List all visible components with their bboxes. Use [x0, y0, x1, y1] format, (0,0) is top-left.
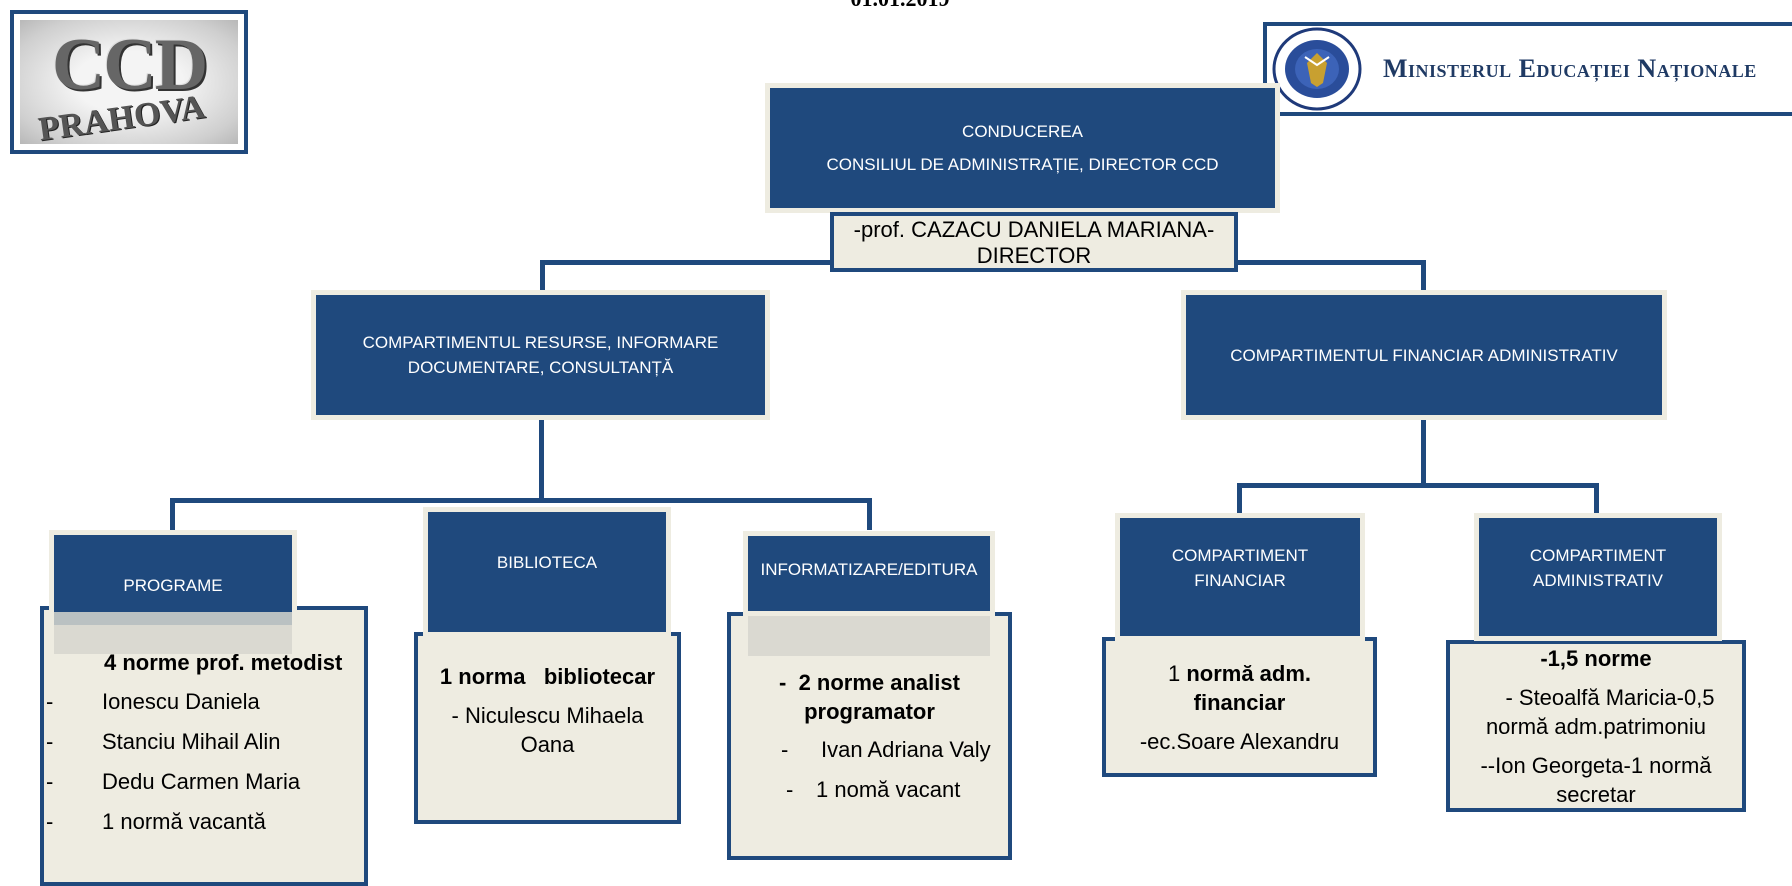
director-name: -prof. CAZACU DANIELA MARIANA-	[853, 217, 1215, 242]
biblioteca-heading: 1 norma bibliotecar	[439, 664, 656, 689]
conducerea-title: CONDUCEREA	[962, 122, 1083, 141]
biblioteca-person-line1: - Niculescu Mihaela	[451, 703, 644, 728]
informatizare-heading-line2: programator	[804, 699, 935, 724]
financiar-person: -ec.Soare Alexandru	[1139, 729, 1340, 754]
department-financiar-administrativ-label: COMPARTIMENTUL FINANCIAR ADMINISTRATIV	[1230, 345, 1618, 365]
connector-line	[170, 498, 175, 530]
biblioteca-person-line2: Oana	[520, 732, 575, 757]
department-resurse: COMPARTIMENTUL RESURSE, INFORMARE DOCUME…	[316, 295, 765, 415]
connector-line	[539, 420, 544, 500]
department-resurse-line1: COMPARTIMENTUL RESURSE, INFORMARE	[362, 333, 719, 352]
biblioteca-label: BIBLIOTECA	[496, 553, 598, 572]
financiar-label-box: COMPARTIMENT FINANCIAR	[1120, 518, 1360, 636]
informatizare-heading-line1: - 2 norme analist	[779, 670, 960, 695]
administrativ-label-line2: ADMINISTRATIV	[1532, 571, 1664, 590]
list-item: -Ionescu Daniela	[46, 689, 260, 714]
connector-line	[1421, 420, 1426, 485]
biblioteca-label-box: BIBLIOTECA	[428, 512, 666, 632]
administrativ-details-box: -1,5 norme - Steoalfă Maricia-0,5 normă …	[1446, 640, 1746, 812]
informatizare-label: INFORMATIZARE/EDITURA	[760, 560, 978, 579]
financiar-label-line1: COMPARTIMENT	[1171, 546, 1309, 565]
administrativ-label-line1: COMPARTIMENT	[1529, 546, 1667, 565]
programe-heading: 4 norme prof. metodist	[104, 650, 343, 675]
administrativ-heading: -1,5 norme	[1540, 646, 1652, 671]
logo-ccd-text: CCD	[51, 24, 208, 106]
date-title: 01.01.2019	[790, 0, 1010, 12]
programe-label-box: PROGRAME	[54, 535, 292, 625]
connector-line	[867, 498, 872, 530]
connector-line	[1237, 483, 1599, 488]
list-item: -Ivan Adriana Valy	[781, 737, 991, 762]
programe-label: PROGRAME	[123, 575, 223, 595]
connector-line	[1237, 483, 1242, 513]
connector-line	[1421, 260, 1426, 292]
government-seal-icon	[1272, 27, 1362, 111]
list-item: -1 normă vacantă	[46, 809, 266, 834]
list-item: -Stanciu Mihail Alin	[46, 729, 281, 754]
biblioteca-details-box: 1 norma bibliotecar - Niculescu Mihaela …	[414, 632, 681, 824]
ccd-prahova-logo: CCD PRAHOVA	[10, 10, 248, 154]
ministry-name: Ministerul Educației Naționale	[1383, 54, 1757, 83]
administrativ-person1-line2: normă adm.patrimoniu	[1485, 714, 1707, 739]
programe-shadow	[54, 612, 292, 654]
ministry-banner: Ministerul Educației Naționale	[1263, 22, 1792, 116]
list-item: -1 nomă vacant	[786, 777, 961, 802]
director-role: DIRECTOR	[976, 243, 1092, 268]
department-financiar-administrativ: COMPARTIMENTUL FINANCIAR ADMINISTRATIV	[1186, 295, 1662, 415]
conducerea-subtitle: CONSILIUL DE ADMINISTRAȚIE, DIRECTOR CCD	[826, 155, 1219, 174]
director-box: -prof. CAZACU DANIELA MARIANA- DIRECTOR	[830, 212, 1238, 272]
financiar-label-line2: FINANCIAR	[1194, 571, 1286, 590]
administrativ-label-box: COMPARTIMENT ADMINISTRATIV	[1479, 518, 1717, 636]
connector-line	[540, 260, 545, 292]
financiar-heading-line2: financiar	[1193, 690, 1286, 715]
administrativ-person2-line1: --Ion Georgeta-1 normă	[1480, 753, 1712, 778]
administrativ-person2-line2: secretar	[1556, 782, 1636, 807]
connector-line	[1594, 483, 1599, 513]
list-item: -Dedu Carmen Maria	[46, 769, 301, 794]
connector-line	[170, 498, 872, 503]
financiar-details-box: 1 normă adm. financiar -ec.Soare Alexand…	[1102, 637, 1377, 777]
administrativ-person1-line1: - Steoalfă Maricia-0,5	[1505, 685, 1715, 710]
financiar-heading-line1: 1 normă adm.	[1167, 661, 1312, 686]
informatizare-shadow	[748, 616, 990, 656]
informatizare-label-box: INFORMATIZARE/EDITURA	[748, 536, 990, 611]
programe-details-box: 4 norme prof. metodist -Ionescu Daniela …	[40, 606, 368, 886]
conducerea-box: CONDUCEREA CONSILIUL DE ADMINISTRAȚIE, D…	[770, 88, 1275, 208]
department-resurse-line2: DOCUMENTARE, CONSULTANȚĂ	[407, 358, 674, 377]
